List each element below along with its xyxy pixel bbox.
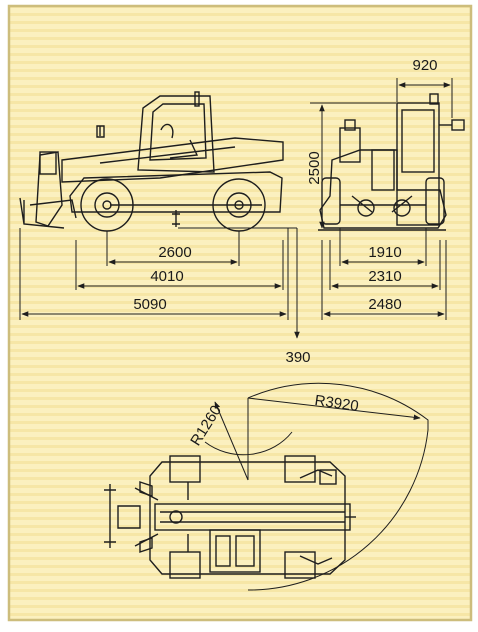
top-body [149, 461, 346, 575]
clearance-marker [172, 210, 180, 227]
side-dimensions [19, 227, 300, 339]
outer-radius-arc [247, 382, 429, 591]
top-cab [209, 529, 261, 573]
label-overall-length: 5090 [133, 296, 166, 313]
telehandler-front-view [318, 93, 465, 231]
panel-border [7, 4, 473, 622]
turning-radius-arcs [204, 382, 429, 591]
label-outer-radius: R3920 [314, 392, 360, 415]
mirror [96, 125, 105, 138]
boom [61, 137, 284, 183]
label-overall-width: 2480 [368, 296, 401, 313]
drawing-panel [9, 6, 471, 620]
cab [137, 95, 215, 173]
top-rear-left-wheel [284, 455, 316, 483]
label-cab-offset: 920 [412, 57, 437, 74]
label-wheel-width: 2310 [368, 268, 401, 285]
top-front-right-wheel [169, 551, 201, 579]
label-ground-clearance: 390 [285, 349, 310, 366]
top-forks [104, 484, 116, 548]
label-wheelbase: 2600 [158, 244, 191, 261]
front-axle [340, 195, 426, 213]
top-front-left-wheel [169, 455, 201, 483]
label-track-width: 1910 [368, 244, 401, 261]
front-right-wheel [425, 177, 445, 225]
telehandler-side-view [19, 91, 284, 232]
front-dimensions [310, 78, 453, 320]
telehandler-top-view [104, 455, 356, 579]
label-height: 2500 [306, 151, 323, 184]
top-rear-right-wheel [284, 551, 316, 579]
inner-radius-leader [214, 401, 249, 481]
forks [19, 197, 65, 229]
label-axle-span: 4010 [150, 268, 183, 285]
inner-radius-arc [204, 431, 293, 456]
front-boom-head [339, 127, 361, 163]
exhaust [194, 91, 200, 107]
chassis [69, 171, 283, 213]
